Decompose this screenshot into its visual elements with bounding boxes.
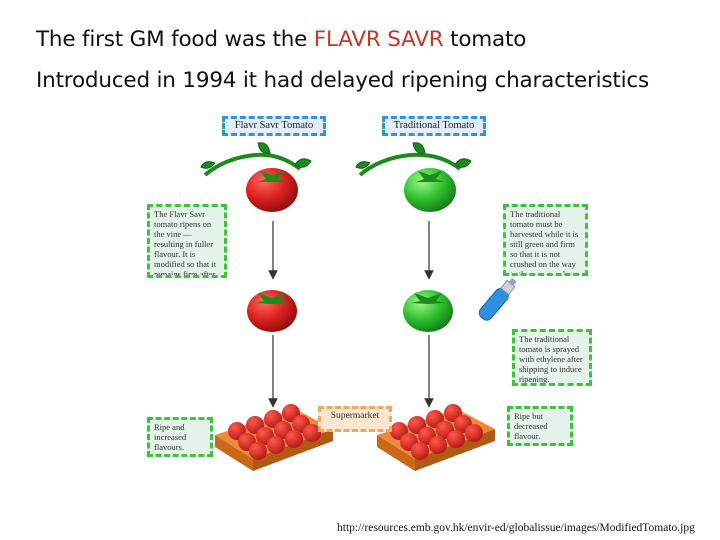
right-tomato-crate	[377, 404, 495, 471]
supermarket-label: Supermarket	[318, 406, 392, 432]
flow-arrows	[268, 221, 434, 408]
traditional-result: Ripe but decreased flavour.	[507, 406, 573, 446]
flavr-savr-title: Flavr Savr Tomato	[222, 116, 326, 136]
traditional-tomato-title: Traditional Tomato	[382, 116, 486, 136]
ripe-tomato-middle	[247, 290, 297, 332]
green-tomato-on-vine	[404, 168, 456, 212]
flavr-savr-result: Ripe and increased flavours.	[147, 417, 213, 457]
left-tomato-crate	[215, 404, 333, 471]
traditional-harvest-note: The traditional tomato must be harvested…	[503, 204, 588, 276]
heading-suffix: tomato	[443, 27, 527, 52]
ethylene-sprayer-icon	[478, 277, 517, 321]
heading-prefix: The first GM food was the	[36, 27, 314, 52]
green-tomato-middle	[403, 290, 453, 332]
heading-line-1: The first GM food was the FLAVR SAVR tom…	[36, 27, 526, 52]
flavr-savr-highlight: FLAVR SAVR	[313, 27, 444, 52]
ripe-tomato-on-vine	[246, 168, 298, 212]
diagram-graphics	[200, 142, 517, 471]
gm-tomato-diagram: Flavr Savr Tomato Traditional Tomato The…	[115, 103, 605, 475]
flavr-savr-note: The Flavr Savr tomato ripens on the vine…	[147, 204, 227, 278]
heading-line-2: Introduced in 1994 it had delayed ripeni…	[36, 68, 650, 93]
right-vine	[355, 142, 472, 177]
image-source-credit: http://resources.emb.gov.hk/envir-ed/glo…	[337, 522, 695, 534]
ethylene-spray-note: The traditional tomato is sprayed with e…	[512, 329, 592, 386]
left-vine	[200, 142, 312, 177]
